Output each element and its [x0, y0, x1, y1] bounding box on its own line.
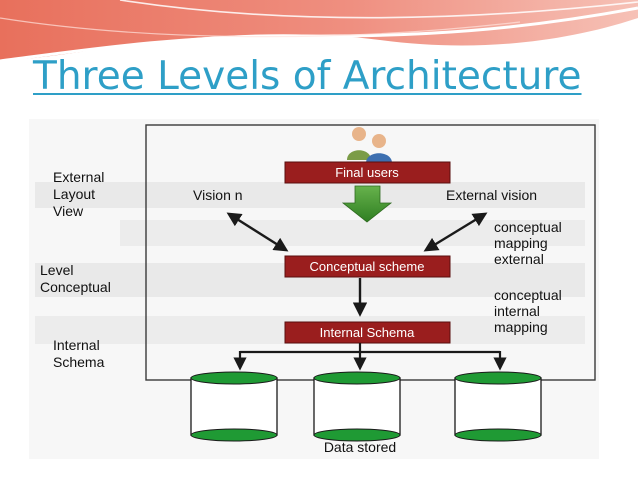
internal-schema-label: Internal Schema	[320, 325, 415, 340]
data-stored-label: Data stored	[324, 439, 396, 455]
conceptual-level-label-line1: Level	[40, 262, 73, 278]
right-mapping-arrow	[423, 212, 488, 252]
conceptual-scheme-label: Conceptual scheme	[310, 259, 425, 274]
left-view-label: Vision n	[193, 187, 243, 203]
database-icon	[454, 371, 542, 442]
internal-mapping-label-line1: conceptual	[494, 287, 562, 303]
conceptual-level-label-line2: Conceptual	[40, 279, 111, 295]
decorative-banner	[0, 0, 638, 63]
external-mapping-label-line3: external	[494, 251, 544, 267]
level-bands	[35, 182, 585, 344]
external-level-label-line1: External	[53, 169, 104, 185]
left-mapping-arrow	[226, 212, 289, 252]
internal-level-label-line1: Internal	[53, 337, 100, 353]
external-level-label-line2: Layout	[53, 186, 95, 202]
internal-mapping-label-line2: internal	[494, 303, 540, 319]
green-down-arrow	[341, 185, 393, 223]
final-users-label: Final users	[335, 165, 399, 180]
database-icon	[190, 371, 278, 442]
conceptual-scheme-box	[284, 255, 451, 278]
slide-title: Three Levels of Architecture	[33, 54, 582, 99]
storage-connectors	[233, 343, 507, 371]
database-icon	[313, 371, 401, 442]
level-band	[120, 220, 585, 246]
external-mapping-label-line2: mapping	[494, 235, 548, 251]
internal-level-label-line2: Schema	[53, 354, 105, 370]
final-users-box	[284, 161, 451, 184]
external-mapping-label-line1: conceptual	[494, 219, 562, 235]
external-level-label-line3: View	[53, 203, 84, 219]
internal-mapping-label-line3: mapping	[494, 319, 548, 335]
right-view-label: External vision	[446, 187, 537, 203]
internal-schema-box	[284, 321, 451, 344]
users-icon	[347, 127, 392, 163]
level-band	[35, 182, 585, 208]
